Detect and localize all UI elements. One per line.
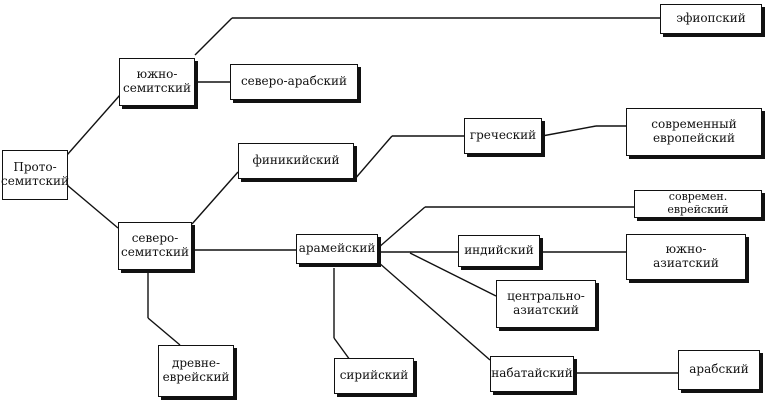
edge-greek-moderneuropean-1 [541, 125, 597, 137]
node-nabataean: набатайский [490, 356, 574, 392]
node-syriac: сирийский [334, 358, 414, 394]
node-label: современный европейский [651, 117, 737, 145]
node-central-asian: центрально- азиатский [496, 280, 596, 328]
node-phoenician: финикийский [238, 143, 354, 179]
node-label: арамейский [298, 241, 376, 256]
node-label: южно- семитский [123, 67, 192, 95]
node-modern-hebrew: современ. еврейский [634, 190, 762, 218]
node-modern-european: современный европейский [626, 108, 762, 156]
node-label: северо-арабский [240, 74, 348, 89]
edge-proto-south [66, 94, 121, 156]
edge-proto-north [66, 184, 119, 229]
node-south-semitic: южно- семитский [119, 58, 195, 106]
node-label: сирийский [339, 368, 409, 383]
edge-aramaic-syriac-2 [333, 337, 351, 361]
node-greek: греческий [464, 118, 542, 154]
node-label: набатайский [491, 366, 573, 381]
node-south-asian: южно- азиатский [626, 234, 746, 280]
edge-aramaic-modernhebrew-1 [377, 206, 426, 249]
node-arabic: арабский [678, 350, 760, 390]
node-north-arabic: северо-арабский [230, 64, 358, 100]
node-aramaic: арамейский [296, 234, 378, 264]
node-label: современ. еврейский [667, 190, 729, 216]
node-label: арабский [689, 362, 749, 377]
node-label: древне- еврейский [162, 356, 230, 384]
node-label: северо- семитский [121, 231, 190, 259]
node-label: эфиопский [676, 11, 746, 26]
edge-aramaic-centralasian [409, 252, 497, 297]
node-label: финикийский [252, 153, 340, 168]
node-ethiopian: эфиопский [660, 4, 762, 34]
node-label: южно- азиатский [653, 242, 719, 270]
edge-north-phoenician [191, 171, 239, 225]
node-label: Прото- семитский [1, 160, 70, 188]
edge-phoenician-greek-1 [353, 135, 393, 181]
node-north-semitic: северо- семитский [118, 222, 192, 270]
node-label: индийский [464, 243, 534, 258]
edge-south-ethiopian-1 [194, 17, 233, 56]
node-label: греческий [469, 128, 537, 143]
edge-north-ancienthebrew-2 [147, 317, 181, 346]
node-label: центрально- азиатский [507, 289, 585, 317]
node-proto-semitic: Прото- семитский [1, 150, 70, 200]
edge-aramaic-nabataean [377, 261, 491, 361]
node-indian: индийский [458, 235, 540, 267]
node-ancient-hebrew: древне- еврейский [158, 345, 234, 397]
